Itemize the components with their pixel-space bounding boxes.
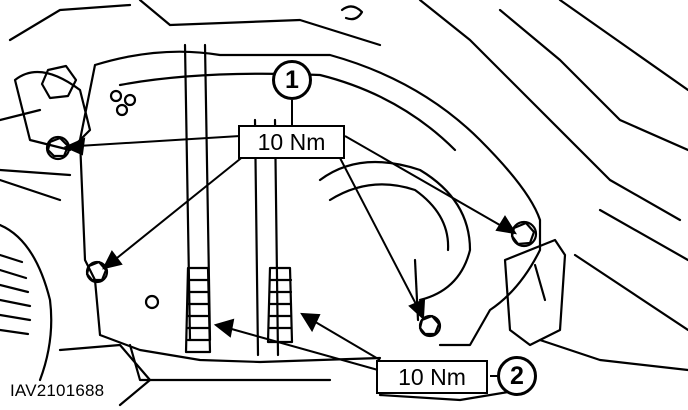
ring-gear-outline <box>0 223 53 382</box>
left-pipe <box>0 108 72 202</box>
torque-label-bottom: 10 Nm <box>376 360 488 394</box>
engine-outline-top <box>8 0 682 222</box>
bolt-lower-right <box>418 314 442 338</box>
leader-to-stud-left <box>227 327 379 371</box>
engine-outline-right <box>498 0 688 332</box>
bottom-sump <box>128 343 522 402</box>
bracket-hex <box>40 64 78 100</box>
arrowhead-stud-right <box>300 312 321 333</box>
bottom-right-line <box>538 338 688 372</box>
stud-right <box>266 266 294 344</box>
leader-to-bolt-right <box>344 135 506 229</box>
hole-1 <box>109 89 123 103</box>
hole-3 <box>115 103 129 117</box>
callout-2: 2 <box>497 356 537 396</box>
figure-code: IAV2101688 <box>10 381 105 400</box>
leader-to-bolt-left <box>111 154 246 263</box>
callout-1: 1 <box>272 60 312 100</box>
arrowhead-upper-left <box>63 137 86 156</box>
cover-inner-rim <box>118 72 457 152</box>
sprocket-recess <box>318 160 472 302</box>
sprocket-recess-inner <box>328 183 450 252</box>
stud-left <box>184 266 212 354</box>
torque-label-top: 10 Nm <box>238 125 345 159</box>
arrowhead-stud-left <box>213 318 235 338</box>
timing-cover-outline <box>78 50 542 364</box>
bolt-left <box>85 260 109 284</box>
mounting-hole <box>144 294 160 310</box>
torque-label-top-text: 10 Nm <box>257 128 326 155</box>
ring-gear-teeth <box>0 253 32 336</box>
arrowhead-left <box>102 250 123 270</box>
small-hook <box>340 5 364 21</box>
torque-label-bottom-text: 10 Nm <box>398 363 466 390</box>
right-bracket-slot <box>533 263 547 302</box>
leader-to-stud-right <box>311 319 381 361</box>
arrowhead-lower-right <box>408 298 426 321</box>
leader-to-bolt-upper-left <box>77 135 241 147</box>
callout-2-number: 2 <box>510 361 524 390</box>
hole-2 <box>123 93 137 107</box>
right-bracket <box>503 238 567 347</box>
callout-1-number: 1 <box>285 65 299 94</box>
bolt-right <box>510 220 538 248</box>
arrowhead-right <box>495 215 518 235</box>
leader-to-bolt-lower-right <box>339 157 419 309</box>
